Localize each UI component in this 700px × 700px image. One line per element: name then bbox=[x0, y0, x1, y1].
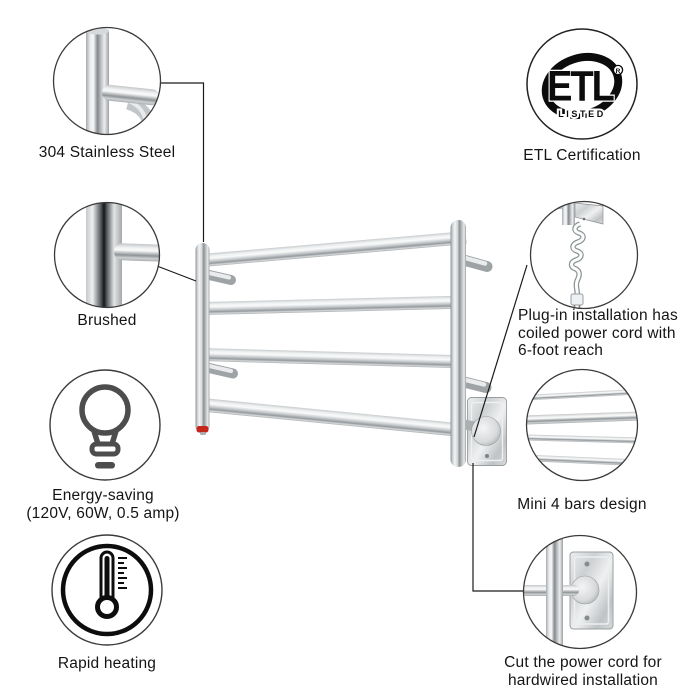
towel-bar-4 bbox=[201, 398, 453, 436]
thermometer-icon bbox=[95, 550, 127, 619]
power-wall-plate bbox=[456, 397, 507, 466]
plugin-label-line2: coiled power cord with bbox=[518, 324, 676, 342]
label-mini-bars: Mini 4 bars design bbox=[471, 496, 693, 514]
hardwire-circle-outline bbox=[522, 534, 638, 650]
stainless-steel-photo-circle bbox=[52, 26, 162, 136]
callout-line-brushed bbox=[156, 265, 197, 282]
towel-bar-1 bbox=[201, 231, 467, 267]
rapid-heating-icon-circle bbox=[51, 534, 163, 646]
towel-bar-3 bbox=[201, 348, 454, 369]
brushed-finish-photo-circle bbox=[53, 201, 161, 309]
energy-label-line2: (120V, 60W, 0.5 amp) bbox=[26, 505, 180, 522]
label-hardwired: Cut the power cord for hardwired install… bbox=[466, 654, 700, 690]
plugin-label-line3: 6-foot reach bbox=[518, 342, 604, 359]
etl-logo-text: ETL bbox=[547, 62, 614, 111]
coiled-cord bbox=[568, 221, 586, 309]
label-plugin-installation: Plug-in installation has coiled power co… bbox=[518, 307, 698, 360]
stainless-label-text: 304 Stainless Steel bbox=[38, 144, 176, 161]
label-stainless-steel: 304 Stainless Steel bbox=[10, 144, 204, 162]
coiled-cord-circle-outline bbox=[529, 200, 639, 310]
brushed-circle-outline bbox=[53, 201, 161, 309]
plate-screw bbox=[485, 454, 489, 458]
stainless-circle-outline bbox=[52, 26, 162, 136]
callout-line-stainless bbox=[160, 82, 205, 242]
energy-label-line1: Energy-saving bbox=[52, 487, 154, 504]
power-indicator-tip bbox=[196, 426, 209, 435]
plugin-label-line1: Plug-in installation has bbox=[518, 307, 678, 324]
wall-mount-peg-left-top bbox=[202, 269, 236, 285]
lightbulb-icon bbox=[79, 384, 131, 469]
label-energy-saving: Energy-saving (120V, 60W, 0.5 amp) bbox=[3, 487, 203, 523]
callout-line-hardwire bbox=[472, 463, 523, 592]
right-rail bbox=[450, 220, 466, 467]
etl-certification-logo: ETL R LISTED bbox=[526, 28, 638, 140]
towel-bar-2 bbox=[201, 295, 454, 315]
etl-label-text: ETL Certification bbox=[523, 147, 641, 164]
etl-listed-text: LISTED bbox=[558, 109, 606, 119]
left-rail bbox=[195, 243, 210, 433]
etl-registered-mark: R bbox=[616, 68, 621, 75]
brushed-label-text: Brushed bbox=[77, 312, 137, 329]
minibars-label-text: Mini 4 bars design bbox=[517, 496, 647, 513]
energy-saving-icon-circle bbox=[49, 369, 161, 481]
hardwire-label-line1: Cut the power cord for bbox=[504, 654, 662, 671]
hardwire-label-line2: hardwired installation bbox=[507, 672, 658, 689]
wall-mount-peg-left-bottom bbox=[202, 362, 238, 379]
four-bars-photo-circle bbox=[525, 368, 639, 482]
four-bars-circle-outline bbox=[525, 368, 639, 482]
product-towel-warmer bbox=[195, 220, 507, 467]
callout-line-plugin bbox=[473, 264, 528, 438]
label-etl-certification: ETL Certification bbox=[471, 147, 693, 165]
hardwire-photo-circle bbox=[522, 534, 638, 650]
coiled-cord-photo-circle bbox=[529, 200, 639, 310]
label-rapid-heating: Rapid heating bbox=[10, 655, 204, 673]
label-brushed: Brushed bbox=[10, 312, 204, 330]
rapid-label-text: Rapid heating bbox=[57, 655, 157, 672]
